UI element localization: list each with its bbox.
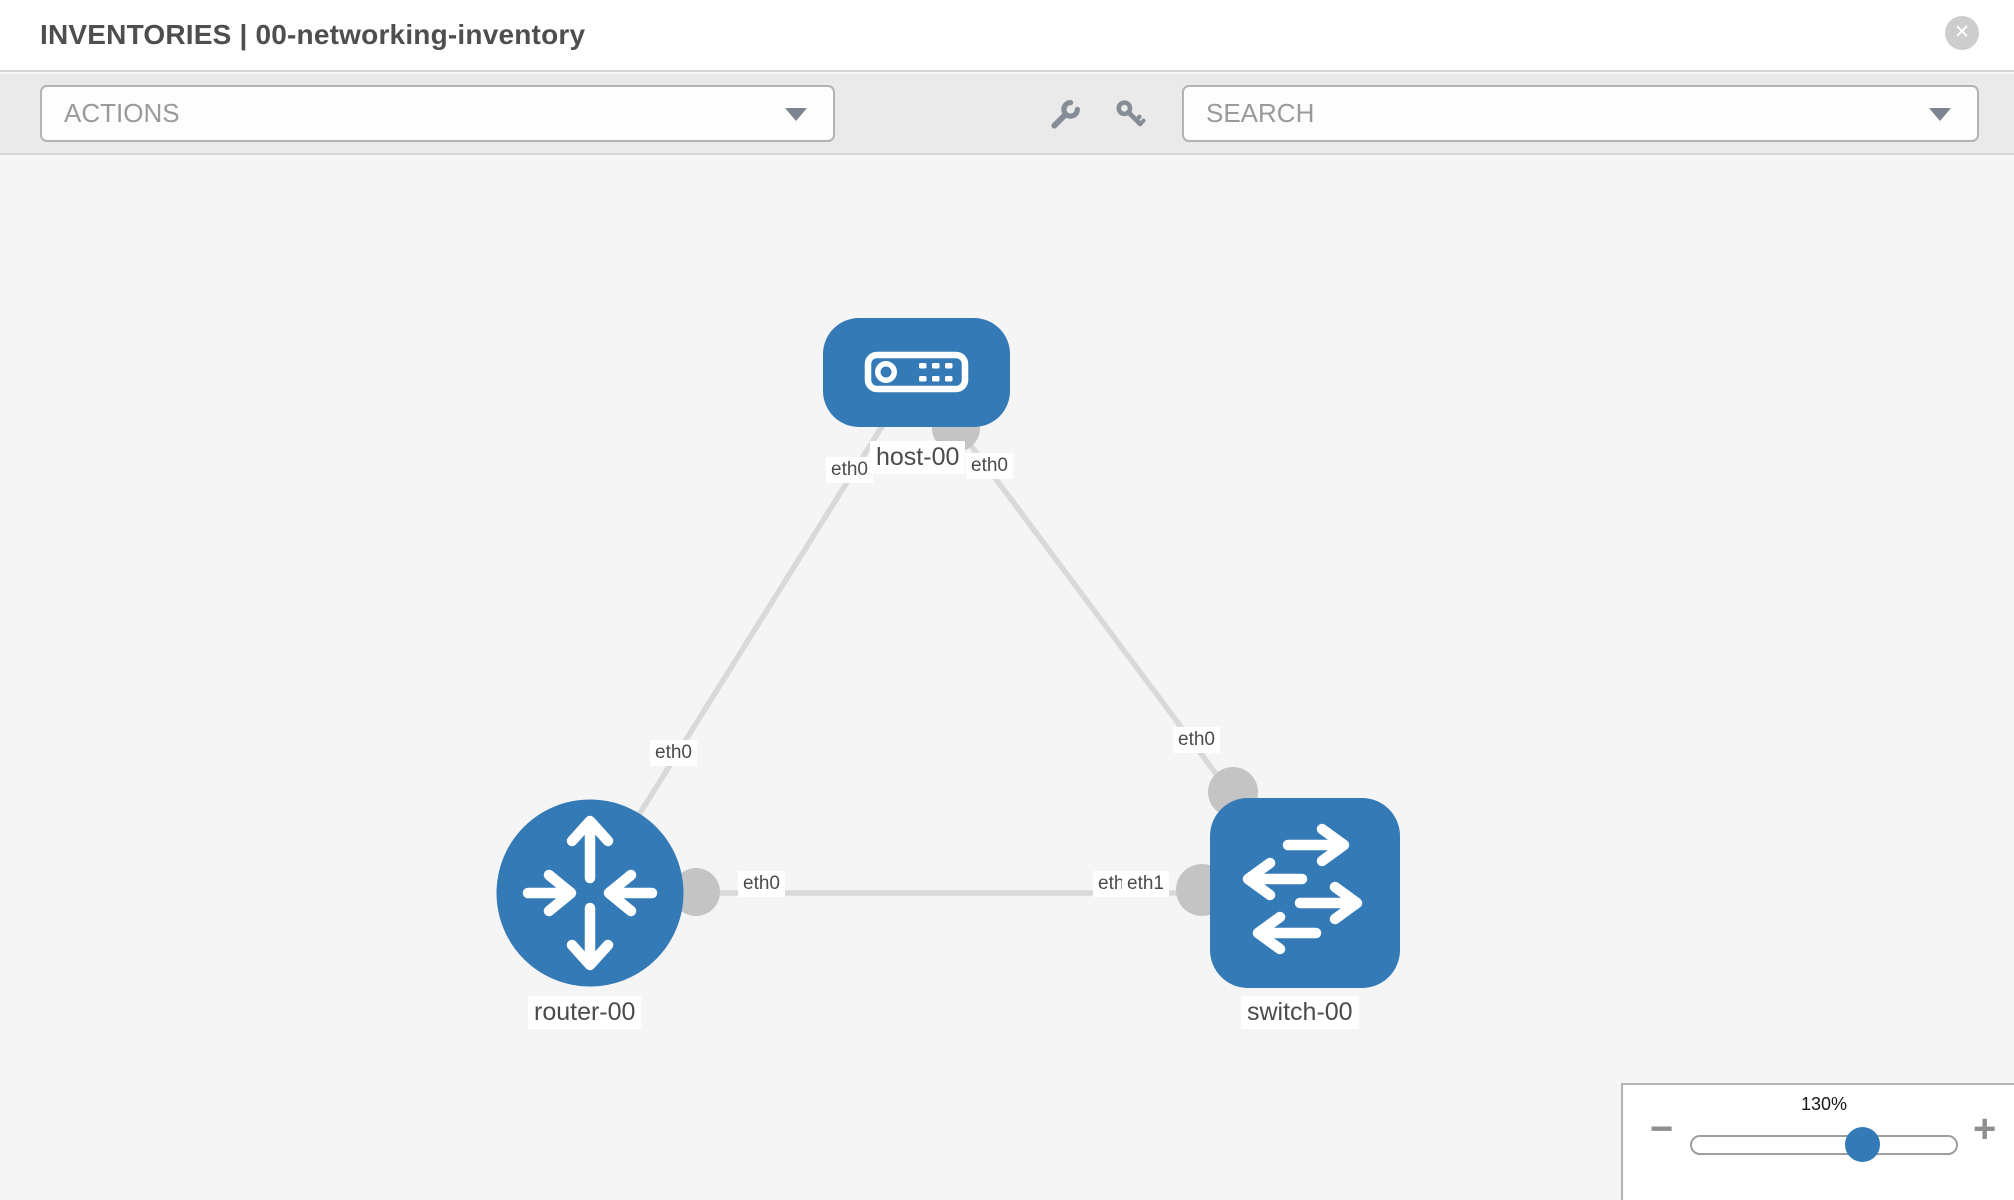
- zoom-slider-thumb[interactable]: [1845, 1127, 1880, 1162]
- chevron-down-icon: [785, 108, 807, 121]
- node-switch-00[interactable]: [1210, 798, 1400, 988]
- link-endpoints: [672, 404, 1258, 916]
- zoom-out-button[interactable]: −: [1650, 1107, 1674, 1151]
- iface-label-router-upper: eth0: [650, 740, 697, 766]
- wrench-icon[interactable]: [1047, 97, 1083, 133]
- topology-canvas[interactable]: [0, 157, 2014, 1200]
- zoom-slider-track[interactable]: [1690, 1135, 1958, 1155]
- search-dropdown[interactable]: SEARCH: [1182, 85, 1979, 142]
- zoom-level-value: 130%: [1800, 1094, 1848, 1114]
- router-icon: [522, 815, 658, 971]
- node-label-switch: switch-00: [1241, 996, 1359, 1029]
- header: INVENTORIES | 00-networking-inventory ✕: [0, 0, 2014, 72]
- port-circle-router: [672, 868, 720, 916]
- node-label-router: router-00: [528, 996, 642, 1029]
- actions-dropdown[interactable]: ACTIONS: [40, 85, 835, 142]
- zoom-in-button[interactable]: +: [1973, 1107, 1997, 1151]
- page-title: INVENTORIES | 00-networking-inventory: [40, 19, 586, 50]
- zoom-control-panel: 130% − +: [1621, 1083, 2014, 1200]
- iface-label-router-right: eth0: [738, 871, 785, 897]
- toolbar: ACTIONS SEARCH: [0, 74, 2014, 155]
- iface-label-switch-top: eth0: [1173, 727, 1220, 753]
- search-dropdown-value: SEARCH: [1206, 98, 1315, 128]
- actions-dropdown-value: ACTIONS: [64, 98, 180, 128]
- iface-label-host-left: eth0: [826, 457, 873, 483]
- node-label-host: host-00: [870, 441, 966, 474]
- chevron-down-icon: [1929, 108, 1951, 121]
- key-icon[interactable]: [1112, 97, 1148, 133]
- close-icon[interactable]: ✕: [1945, 16, 1979, 50]
- server-icon: [864, 351, 969, 393]
- iface-label-host-right: eth0: [966, 453, 1013, 479]
- node-router-00[interactable]: [496, 799, 684, 987]
- switch-icon: [1242, 823, 1363, 955]
- node-host-00[interactable]: [823, 318, 1010, 427]
- iface-label-switch-left-front: eth1: [1122, 871, 1169, 897]
